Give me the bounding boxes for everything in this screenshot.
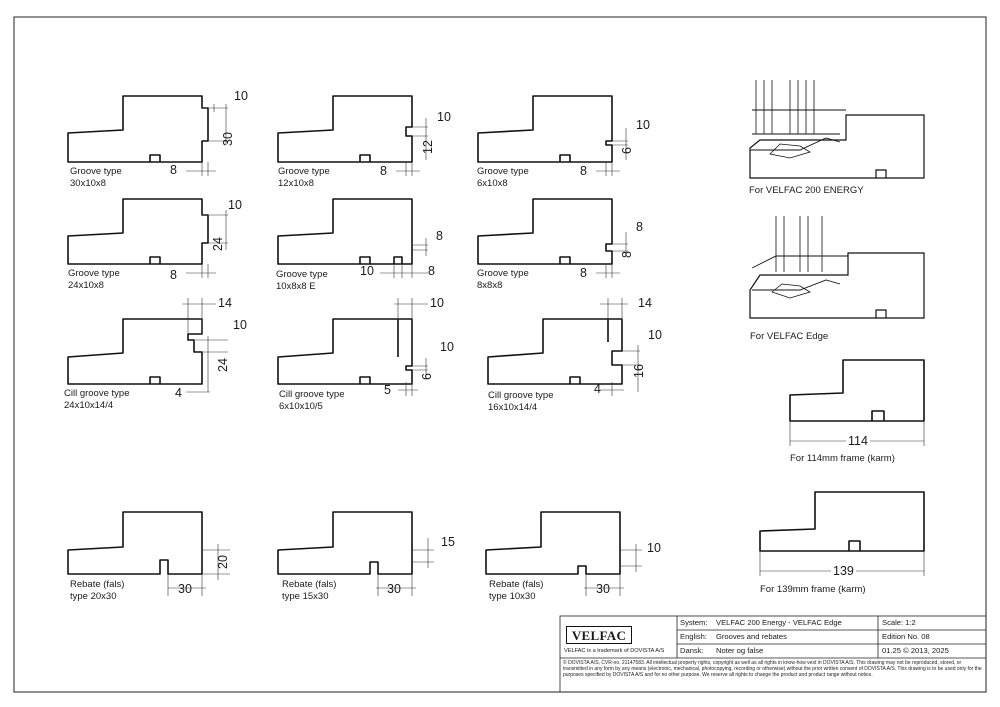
profile-groove-12x10x8 xyxy=(277,95,413,163)
dim-label: 10 xyxy=(228,198,242,212)
profile-groove-24x10x8 xyxy=(67,198,209,265)
dansk-value: Noter og false xyxy=(716,646,764,655)
dansk-label: Dansk: xyxy=(680,646,704,655)
dim-label: 8 xyxy=(580,164,587,178)
dim-label: 14 xyxy=(218,296,232,310)
trademark-note: VELFAC is a trademark of DOVISTA A/S xyxy=(564,648,665,654)
date: 01.25 © 2013, 2025 xyxy=(882,646,949,655)
frame-114mm xyxy=(789,359,925,422)
dimension-lines xyxy=(167,104,925,596)
english-label: English: xyxy=(680,632,708,641)
dim-label: 10 xyxy=(648,328,662,342)
profile-groove-10x8x8-e xyxy=(277,198,413,265)
dim-label: 10 xyxy=(437,110,451,124)
dim-label: 16 xyxy=(632,364,646,378)
dim-label: 30 xyxy=(596,582,610,596)
dim-label-139: 139 xyxy=(831,564,856,578)
dim-label: 10 xyxy=(647,541,661,555)
system-value: VELFAC 200 Energy - VELFAC Edge xyxy=(716,618,842,627)
dim-label: 14 xyxy=(638,296,652,310)
caption-velfac-edge: For VELFAC Edge xyxy=(750,331,829,342)
profile-cill-groove-24x10x14-4 xyxy=(67,318,203,385)
dim-label: 10 xyxy=(234,89,248,103)
dim-label: 6 xyxy=(620,147,634,154)
dim-label: 4 xyxy=(594,382,601,396)
dim-label: 10 xyxy=(233,318,247,332)
copyright-notice: © DOVISTA A/S, CVR-no. 21147583. All int… xyxy=(563,660,982,678)
dim-label: 5 xyxy=(384,383,391,397)
frame-detail-velfac-200-energy xyxy=(749,80,925,179)
profile-rebate-10x30 xyxy=(485,511,621,575)
dim-label: 8 xyxy=(170,163,177,177)
dim-label: 8 xyxy=(170,268,177,282)
system-label: System: xyxy=(680,618,708,627)
profile-rebate-20x30 xyxy=(67,511,203,575)
dim-label: 8 xyxy=(580,266,587,280)
dim-label: 8 xyxy=(636,220,643,234)
caption-rebate-10x30: Rebate (fals)type 10x30 xyxy=(489,579,544,602)
dim-label: 30 xyxy=(387,582,401,596)
dim-label: 15 xyxy=(441,535,455,549)
caption-rebate-15x30: Rebate (fals)type 15x30 xyxy=(282,579,337,602)
velfac-logo: VELFAC xyxy=(566,626,632,644)
dim-label: 6 xyxy=(420,373,434,380)
dim-label: 10 xyxy=(360,264,374,278)
profile-groove-6x10x8 xyxy=(477,95,613,163)
caption-rebate-20x30: Rebate (fals)type 20x30 xyxy=(70,579,125,602)
dim-label: 8 xyxy=(428,264,435,278)
dim-label: 20 xyxy=(216,555,230,569)
sheet-border xyxy=(13,16,987,693)
title-block xyxy=(559,615,987,693)
scale: Scale: 1:2 xyxy=(882,618,916,627)
profile-cill-groove-6x10x10-5 xyxy=(277,318,413,385)
dim-label: 12 xyxy=(421,140,435,154)
profile-rebate-15x30 xyxy=(277,511,413,575)
dim-label: 24 xyxy=(211,237,225,251)
caption-114mm-frame: For 114mm frame (karm) xyxy=(790,453,895,464)
dim-label: 4 xyxy=(175,386,182,400)
dim-label: 30 xyxy=(221,132,235,146)
frame-139mm xyxy=(759,491,925,552)
profile-groove-8x8x8 xyxy=(477,198,613,265)
dim-label: 8 xyxy=(620,251,634,258)
dim-label: 8 xyxy=(380,164,387,178)
dim-label: 8 xyxy=(436,229,443,243)
caption-velfac-200-energy: For VELFAC 200 ENERGY xyxy=(749,185,864,196)
dim-label: 10 xyxy=(430,296,444,310)
dim-label: 10 xyxy=(440,340,454,354)
caption-139mm-frame: For 139mm frame (karm) xyxy=(760,584,866,595)
frame-detail-velfac-edge xyxy=(749,216,925,319)
dim-label: 24 xyxy=(216,358,230,372)
profile-groove-30x10x8 xyxy=(67,95,209,163)
edition: Edition No. 08 xyxy=(882,632,930,641)
english-value: Grooves and rebates xyxy=(716,632,787,641)
dim-label-114: 114 xyxy=(846,434,870,448)
dim-label: 10 xyxy=(636,118,650,132)
dim-label: 30 xyxy=(178,582,192,596)
profile-cill-groove-16x10x14-4 xyxy=(487,318,623,385)
